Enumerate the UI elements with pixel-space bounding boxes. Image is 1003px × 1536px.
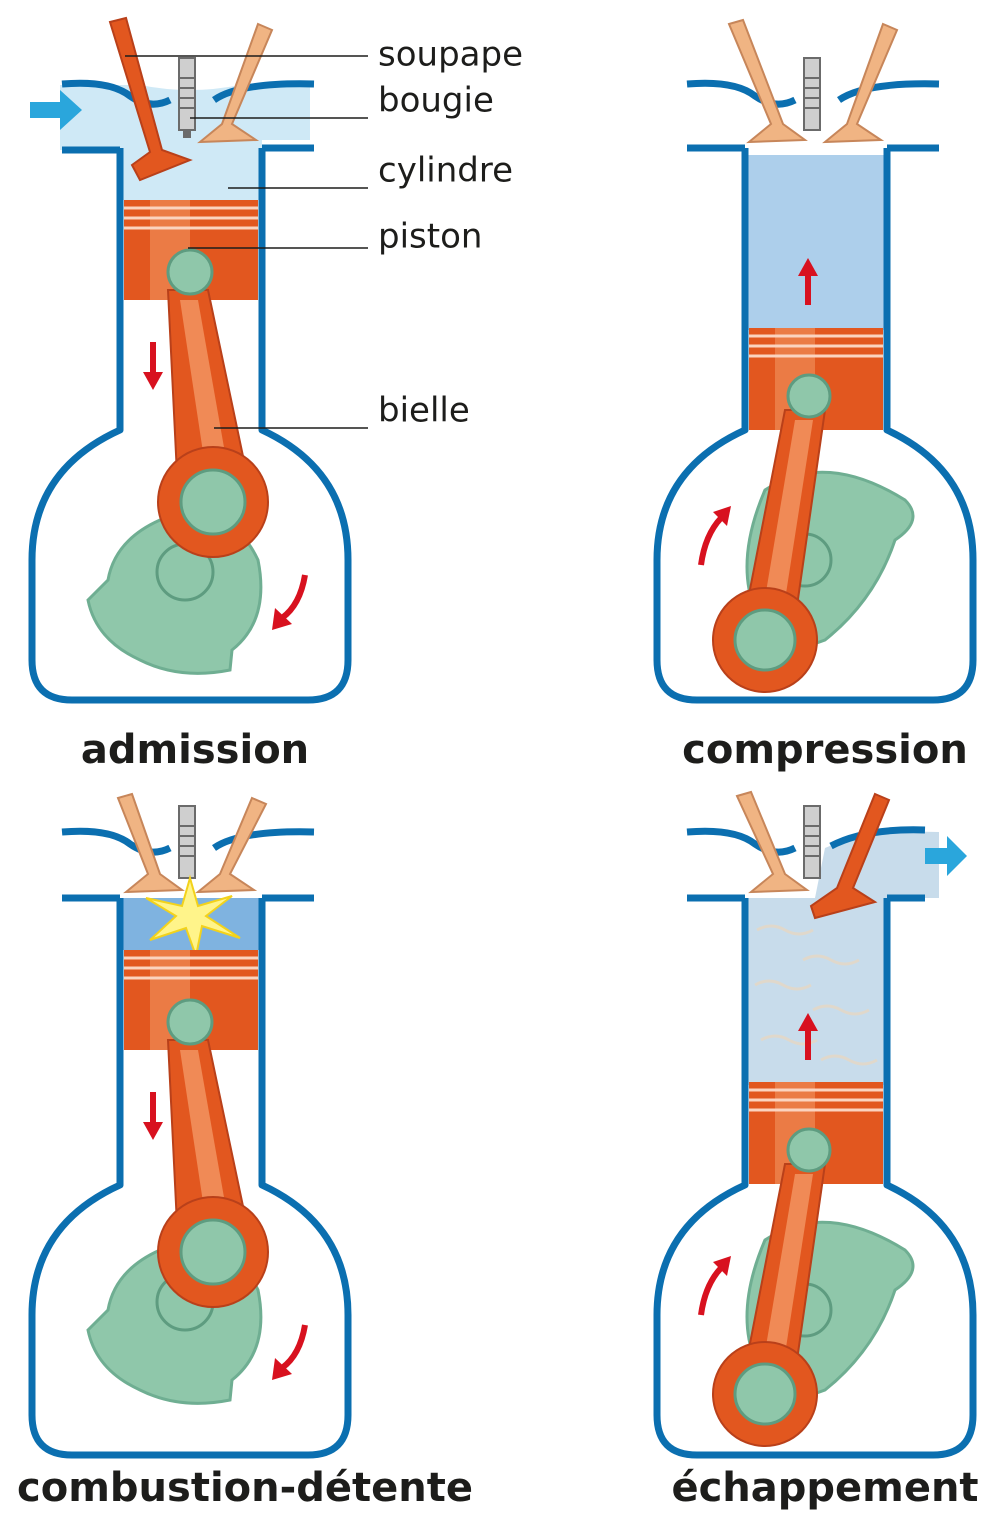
crank-rotation-arrow <box>698 1265 724 1316</box>
engine-block-outline <box>653 148 977 704</box>
intake-valve <box>108 16 193 182</box>
exhaust-valve <box>809 792 891 920</box>
engine-block-outline <box>28 148 352 704</box>
spark-plug <box>178 805 196 879</box>
crank-rotation-arrow-head <box>713 506 731 526</box>
crank-rotation-arrow-head <box>272 1358 292 1380</box>
exhaust-port <box>212 828 315 902</box>
spark-plug <box>803 57 821 131</box>
label-rod: bielle <box>378 391 470 431</box>
exhaust-valve <box>195 796 268 894</box>
intake-port <box>61 79 172 154</box>
piston-up-arrow-head <box>798 1013 818 1031</box>
exhaust-flow-arrow <box>925 836 967 876</box>
intake-flow-arrow <box>30 90 82 130</box>
leader-lines <box>125 55 368 429</box>
engine-block-outline <box>28 898 352 1459</box>
intake-valve <box>727 18 808 144</box>
label-piston: piston <box>378 217 482 257</box>
connecting-rod <box>712 1127 832 1447</box>
piston-up-arrow-head <box>798 258 818 276</box>
spark-plug <box>803 805 821 879</box>
caption-intake: admission <box>81 727 309 773</box>
connecting-rod <box>157 248 269 558</box>
crank-rotation-arrow-head <box>272 608 292 630</box>
exhaust-port <box>212 80 315 152</box>
label-valve: soupape <box>378 35 523 75</box>
connecting-rod <box>157 998 269 1308</box>
piston-down-arrow-head <box>143 372 163 390</box>
intake-port <box>686 827 797 902</box>
intake-valve <box>116 792 185 894</box>
panel-combustion: combustion-détente <box>17 792 473 1511</box>
crank-rotation-arrow-head <box>713 1256 731 1276</box>
spark-plug <box>178 57 196 138</box>
intake-port <box>61 827 172 902</box>
panel-intake: soupape bougie cylindre piston bielle ad… <box>28 16 523 773</box>
intake-port <box>686 79 797 152</box>
label-spark-plug: bougie <box>378 81 494 121</box>
crank-rotation-arrow <box>280 1324 308 1371</box>
label-cylinder: cylindre <box>378 151 513 191</box>
caption-compression: compression <box>682 727 968 773</box>
exhaust-valve <box>822 22 899 144</box>
panel-exhaust: échappement <box>653 790 979 1511</box>
engine-block-outline <box>653 898 977 1459</box>
panel-compression: compression <box>653 18 977 773</box>
connecting-rod <box>712 373 832 693</box>
compressed-gas <box>743 155 885 330</box>
exhaust-port <box>837 80 940 152</box>
crank-rotation-arrow <box>280 574 308 621</box>
piston-down-arrow-head <box>143 1122 163 1140</box>
caption-combustion: combustion-détente <box>17 1465 473 1511</box>
caption-exhaust: échappement <box>671 1465 978 1511</box>
intake-valve <box>735 790 810 894</box>
exhaust-valve <box>197 22 274 144</box>
crank-rotation-arrow <box>698 515 724 566</box>
